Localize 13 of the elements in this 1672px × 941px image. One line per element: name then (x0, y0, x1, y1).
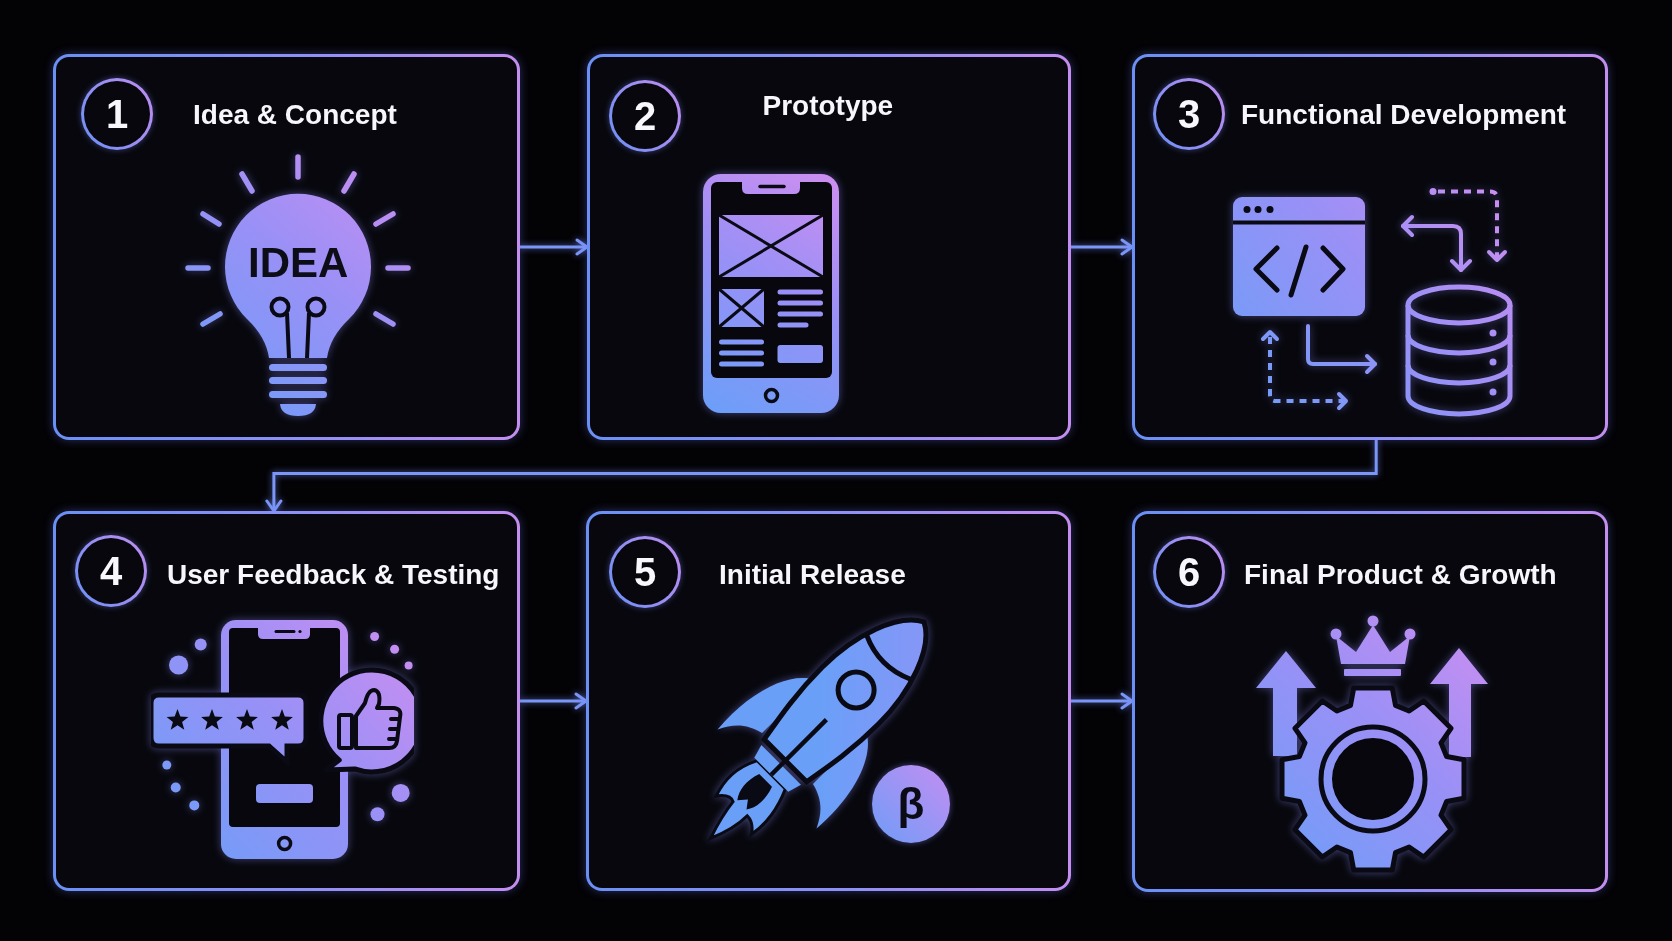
arrow (520, 692, 588, 710)
step-title: Idea & Concept (193, 98, 397, 132)
beta-badge: β (872, 765, 950, 843)
step-title: Final Product & Growth (1244, 558, 1557, 592)
elbow-arrow (265, 440, 1378, 513)
step-title: User Feedback & Testing (167, 558, 500, 592)
arrow (520, 238, 589, 256)
arrow (1071, 238, 1134, 256)
step-title: Prototype (762, 89, 894, 123)
step-title: Initial Release (719, 558, 906, 592)
illustration-text: IDEA (248, 240, 349, 287)
arrow (1071, 692, 1134, 710)
step-title: Functional Development (1241, 98, 1567, 132)
